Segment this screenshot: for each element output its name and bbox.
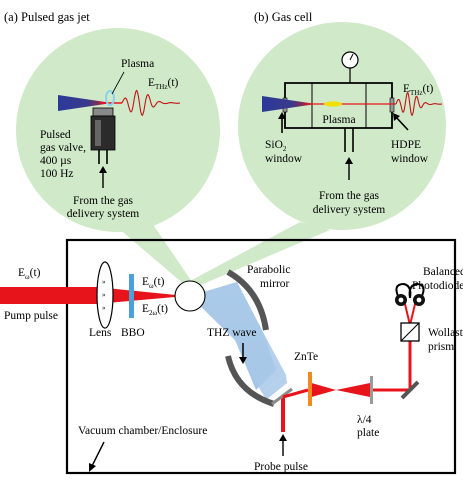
panel-a-valve-line2: gas valve, <box>40 142 86 154</box>
panel-b-gas-arrowhead <box>345 157 353 164</box>
vacuum-arrow <box>90 441 105 469</box>
lens-mark-1: » <box>102 278 106 286</box>
panel-b-hdpe-label: HDPE <box>391 139 421 151</box>
probe-pickoff-mirror <box>271 387 293 406</box>
bbo-crystal <box>129 274 134 318</box>
wollaston-diagonal <box>400 322 420 342</box>
panel-a-title: (a) Pulsed gas jet <box>4 10 90 24</box>
panel-b-hdpe-arrowhead <box>393 113 400 121</box>
panel-a-valve-body <box>90 115 116 151</box>
thz-beam <box>190 282 287 400</box>
e-omega-label: Eω(t) <box>142 276 165 290</box>
panel-a-delivery-line2: delivery system <box>67 208 140 220</box>
panel-b-plasma-label: Plasma <box>322 114 355 126</box>
parabolic-label-line2: mirror <box>260 278 290 290</box>
panel-a-pointer <box>118 220 192 286</box>
panel-b-sio2-arrowhead <box>278 112 286 119</box>
input-field-label: Eω(t) <box>18 267 41 281</box>
vacuum-chamber-box <box>65 238 457 475</box>
parabolic-mirror-1 <box>226 269 269 331</box>
panel-b-plasma-filament <box>324 101 342 107</box>
panel-a-valve-line1: Pulsed <box>40 129 71 141</box>
znte-label: ZnTe <box>294 351 318 363</box>
pump-beam-focus <box>96 287 186 304</box>
panel-a-valve-shine <box>95 120 101 146</box>
panel-a-valve-line3: 400 µs <box>40 155 72 167</box>
balanced-label-line2: Photodiodes <box>412 280 463 292</box>
photodiode-left-aperture <box>398 297 404 303</box>
lens: » » » Lens <box>89 261 114 339</box>
panel-b-cell-top <box>284 82 393 101</box>
probe-beam-path <box>271 299 417 432</box>
panel-a-content: Plasma ETHz(t) Pulsed gas valve, 400 µs … <box>40 58 181 220</box>
photodiodes <box>395 282 425 306</box>
parabolic-mirror-2 <box>225 355 275 407</box>
thz-wave-label: THZ wave <box>207 327 257 339</box>
panel-a-thz-waveform <box>121 89 181 117</box>
panel-b-title: (b) Gas cell <box>254 10 313 24</box>
panel-b-pump-pulse <box>262 96 316 112</box>
znte-crystal <box>308 372 312 406</box>
panel-b-sio2-label-line2: window <box>265 153 303 165</box>
probe-beam-diverge <box>336 383 370 397</box>
panel-a-plasma-leader <box>111 71 125 95</box>
panel-a-plasma-label: Plasma <box>121 58 154 70</box>
e-2omega-label: E2ω(t) <box>142 303 168 317</box>
wollaston-label-line2: prism <box>428 341 454 353</box>
thz-wave-arrowhead <box>239 357 247 364</box>
panel-b-delivery-line1: From the gas <box>319 190 380 202</box>
lens-label: Lens <box>89 327 112 339</box>
vacuum-arrowhead <box>89 463 96 472</box>
panel-a-pump-pulse <box>58 95 112 111</box>
thz-beam-band <box>190 282 286 393</box>
panel-b-content: Plasma ETHz(t) SiO2 window HDPE window F… <box>262 51 443 216</box>
quarter-wave-label: λ/4 <box>357 414 372 426</box>
bbo-label: BBO <box>121 327 145 339</box>
panel-b-thz-waveform <box>395 91 443 117</box>
panel-a-plasma-glow <box>105 90 115 106</box>
lens-mark-2: » <box>102 291 106 299</box>
panel-b-delivery-line2: delivery system <box>313 204 386 216</box>
probe-beam-focus <box>308 382 336 398</box>
panel-b-ethz-label: ETHz(t) <box>403 83 434 97</box>
panel-a-valve-line4: 100 Hz <box>40 168 74 180</box>
panel-b-circle <box>238 22 446 230</box>
quarter-wave-label-line2: plate <box>357 427 379 439</box>
bbo: BBO Eω(t) E2ω(t) <box>121 274 168 339</box>
panel-b-bubble <box>190 22 446 287</box>
panel-b-sio2-label: SiO2 <box>265 139 287 153</box>
probe-pulse-arrowhead <box>279 434 287 441</box>
quarter-wave-plate <box>370 376 373 404</box>
panel-a-delivery-line1: From the gas <box>73 195 134 207</box>
panel-a-bubble <box>16 28 220 286</box>
probe-beam-to-znte <box>282 388 309 399</box>
panel-b-hdpe-window <box>389 97 395 113</box>
lens-mark-3: » <box>102 304 106 312</box>
lens-icon <box>96 261 114 329</box>
plasma-spot <box>174 280 206 312</box>
wollaston-label: Wollaston <box>428 327 463 339</box>
pump-beam-path: Eω(t) Pump pulse <box>0 267 186 322</box>
panel-b-gauge-needle <box>349 53 354 61</box>
steering-mirror <box>400 380 420 400</box>
parabolic-label-line1: Parabolic <box>247 264 290 276</box>
panel-a-gas-arrowhead <box>99 166 107 173</box>
balanced-label: Balanced <box>423 266 463 278</box>
probe-pulse-label: Probe pulse <box>254 461 308 473</box>
panel-a-circle <box>16 28 220 232</box>
panel-b-pointer <box>190 222 330 287</box>
vacuum-label: Vacuum chamber/Enclosure <box>78 425 207 437</box>
pump-beam-wide <box>0 287 96 304</box>
pump-pulse-label: Pump pulse <box>4 310 58 322</box>
panel-b-hdpe-label-line2: window <box>391 153 429 165</box>
panel-a-ethz-label: ETHz(t) <box>148 77 179 91</box>
photodiode-right-aperture <box>416 297 422 303</box>
photodiode-right-cable <box>408 282 425 299</box>
thz-beam-tail <box>235 340 287 400</box>
panel-a-valve-nozzle <box>92 107 114 117</box>
